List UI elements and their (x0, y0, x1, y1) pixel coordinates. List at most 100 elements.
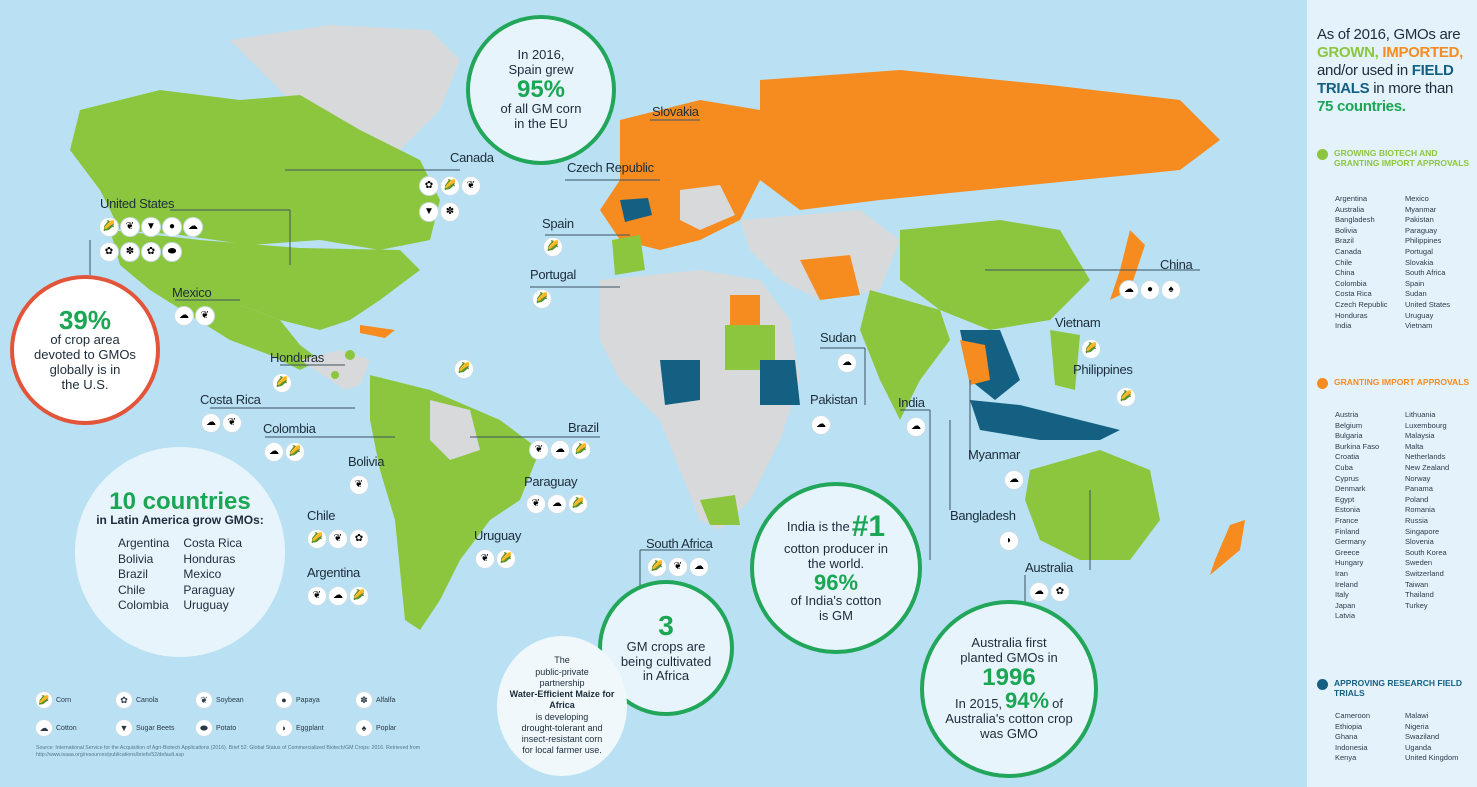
country: Croatia (1335, 452, 1360, 462)
country: Thailand (1405, 590, 1434, 600)
poplar-icon: ♠ (1162, 281, 1180, 299)
world-map: Canada United States Mexico Honduras Cos… (0, 0, 1307, 787)
sidebar-key: As of 2016, GMOs are GROWN, IMPORTED, an… (1307, 0, 1477, 787)
legend-label: Potato (216, 724, 237, 732)
crops-canada: ✿ 🌽 ❦ (420, 177, 480, 195)
country: South Africa (1405, 268, 1446, 278)
soybean-icon: ❦ (223, 414, 241, 432)
cotton-icon: ☁ (1030, 583, 1048, 601)
country: Paraguay (1405, 225, 1438, 235)
crops-philippines: 🌽 (1117, 388, 1135, 406)
country: Germany (1335, 537, 1366, 547)
country: India (1335, 321, 1352, 331)
country: Chile (1335, 257, 1353, 267)
cotton-icon: ☁ (36, 720, 52, 736)
canola-icon: ✿ (420, 177, 438, 195)
crops-bolivia: ❦ (350, 476, 368, 494)
soybean-icon: ❦ (350, 476, 368, 494)
legend-label: Alfalfa (376, 696, 396, 704)
soybean-icon: ❦ (669, 558, 687, 576)
latam-callout: 10 countries in Latin America grow GMOs:… (75, 447, 285, 657)
australia-callout-l4: of (1052, 696, 1063, 711)
latam-country: Mexico (183, 567, 222, 582)
us-callout-l3: globally is in (49, 362, 121, 377)
label-czech-republic: Czech Republic (567, 160, 654, 175)
trials-col-2: Malawi Nigeria Swaziland Uganda United K… (1405, 711, 1461, 764)
label-bolivia: Bolivia (348, 454, 385, 469)
country: Taiwan (1405, 579, 1429, 589)
latam-callout-sub: in Latin America grow GMOs: (96, 513, 264, 528)
country: Belgium (1335, 420, 1363, 430)
maize-callout-l1: The (554, 655, 570, 666)
map-shapes (70, 25, 1245, 630)
spain-callout-big: 95% (516, 76, 566, 103)
country: Indonesia (1335, 742, 1368, 752)
crops-costa-rica: ☁ ❦ (202, 414, 241, 432)
maize-callout: The public-private partnership Water-Eff… (497, 636, 627, 776)
soybean-icon: ❦ (462, 177, 480, 195)
crops-bangladesh: ◗ (1000, 532, 1018, 550)
latam-country-list: Argentina Bolivia Brazil Chile Colombia … (118, 536, 242, 614)
crops-us: 🌽 ❦ ▼ ● ☁ (100, 218, 202, 236)
latam-country: Brazil (117, 567, 148, 582)
australia-callout-pct-line: In 2015, 94% of (955, 690, 1063, 712)
india-callout-l5: is GM (819, 607, 853, 623)
legend-sugar-beets: ▼Sugar Beets (116, 720, 175, 736)
corn-icon: 🌽 (100, 218, 118, 236)
country: Ireland (1335, 579, 1358, 589)
corn-icon: 🌽 (648, 558, 666, 576)
country: Estonia (1335, 505, 1361, 515)
legend-label: Papaya (296, 696, 320, 704)
label-myanmar: Myanmar (968, 447, 1021, 462)
headline-grown: GROWN, (1317, 44, 1379, 61)
cotton-icon: ☁ (838, 354, 856, 372)
legend-alfalfa: ✽Alfalfa (356, 692, 395, 708)
maize-callout-l3: partnership (539, 677, 585, 688)
papaya-icon: ● (276, 692, 292, 708)
group-trials-list: Cameroon Ethiopia Ghana Indonesia Kenya … (1335, 711, 1461, 764)
country: Sweden (1405, 558, 1433, 568)
crops-brazil: ❦ ☁ 🌽 (530, 441, 590, 459)
label-costa-rica: Costa Rica (200, 392, 261, 407)
india-callout-top: India is the #1 (787, 512, 885, 542)
africa-callout-l3: in Africa (642, 668, 690, 684)
us-callout-l2: devoted to GMOs (34, 347, 136, 363)
group-trials-title: APPROVING RESEARCH FIELD TRIALS (1334, 678, 1462, 699)
crops-portugal: 🌽 (533, 290, 551, 308)
country: Egypt (1335, 494, 1355, 504)
india-callout-l3: the world. (807, 556, 865, 572)
corn-icon: 🌽 (572, 441, 590, 459)
latam-country: Colombia (117, 598, 169, 613)
country: Greece (1335, 547, 1360, 557)
label-china: China (1160, 257, 1193, 272)
legend-label: Poplar (376, 724, 397, 732)
australia-callout-l3: In 2015, (955, 696, 1003, 711)
soybean-icon: ❦ (121, 218, 139, 236)
australia-callout-l1: Australia first (971, 635, 1047, 651)
corn-icon: 🌽 (441, 177, 459, 195)
cotton-icon: ☁ (690, 558, 708, 576)
headline-more: in more than (1373, 80, 1454, 97)
country: Vietnam (1405, 321, 1433, 331)
indonesia (970, 400, 1120, 440)
country: Latvia (1335, 611, 1356, 621)
country: Luxembourg (1405, 420, 1447, 430)
country: Bulgaria (1335, 431, 1363, 441)
label-slovakia: Slovakia (652, 104, 699, 119)
country: Costa Rica (1335, 289, 1372, 299)
label-philippines: Philippines (1073, 362, 1133, 377)
canola-icon: ✿ (142, 243, 160, 261)
soybean-icon: ❦ (196, 307, 214, 325)
cotton-icon: ☁ (329, 587, 347, 605)
country: Kenya (1335, 753, 1357, 763)
country: Finland (1335, 526, 1360, 536)
corn-icon: 🌽 (1117, 388, 1135, 406)
south-america (370, 375, 540, 630)
group-trials-title-row: APPROVING RESEARCH FIELD TRIALS (1317, 678, 1477, 698)
latam-country: Uruguay (183, 598, 229, 613)
group-import-list: Austria Belgium Bulgaria Burkina Faso Cr… (1335, 410, 1461, 622)
legend-label: Cotton (56, 724, 77, 732)
sidebar-headline: As of 2016, GMOs are GROWN, IMPORTED, an… (1317, 26, 1472, 116)
latam-country: Paraguay (183, 582, 235, 597)
country: Malawi (1405, 711, 1429, 720)
